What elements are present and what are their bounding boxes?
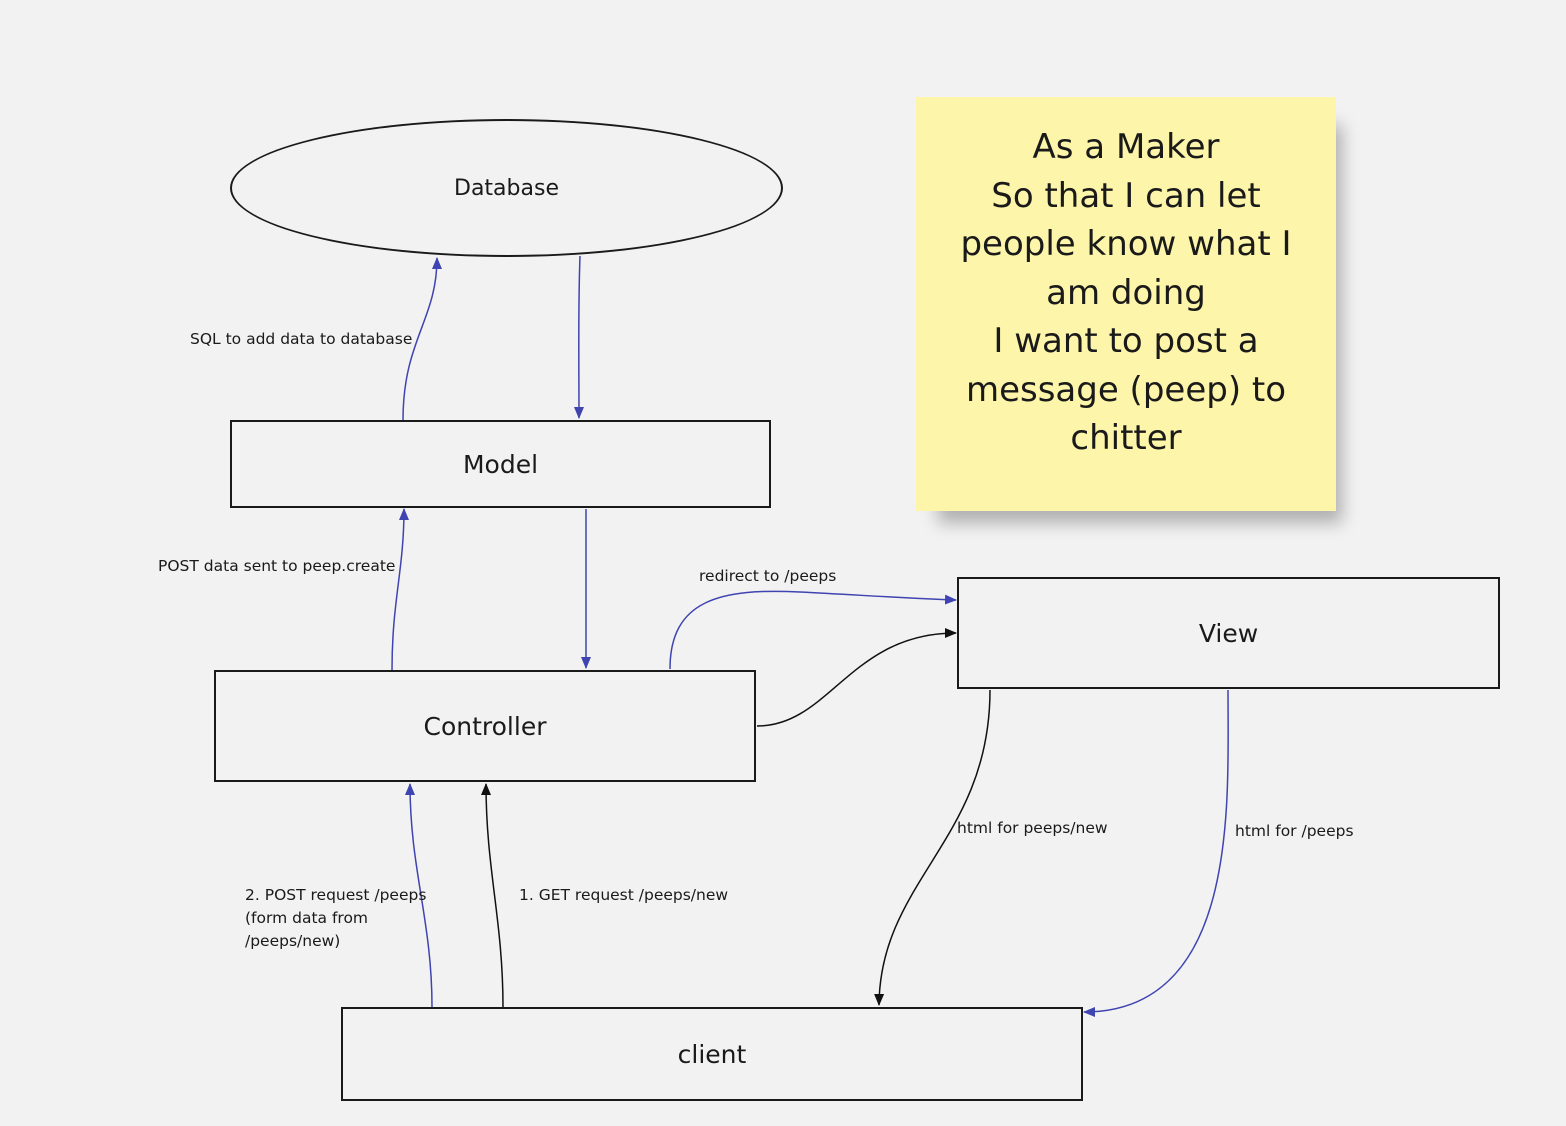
- edge-client-get-controller[interactable]: [481, 783, 504, 1008]
- edge-controller-redirect-view[interactable]: [669, 590, 957, 670]
- database-node[interactable]: Database: [230, 119, 783, 257]
- edge-database-to-model[interactable]: [573, 255, 584, 419]
- edge-view-to-client-peeps[interactable]: [1083, 689, 1229, 1017]
- sticky-note-line: I want to post a: [993, 321, 1259, 361]
- edge-controller-to-model[interactable]: [391, 508, 409, 671]
- view-label: View: [1198, 618, 1259, 648]
- sticky-note-line: As a Maker: [1032, 127, 1220, 167]
- edge-label-redirect: redirect to /peeps: [699, 567, 837, 585]
- edge-label-html-new: html for peeps/new: [957, 819, 1108, 837]
- edge-label-post-request-line: (form data from: [245, 909, 369, 927]
- sticky-note[interactable]: As a Maker So that I can let people know…: [916, 97, 1336, 511]
- sticky-note-line: am doing: [1046, 272, 1206, 313]
- edge-client-post-controller[interactable]: [405, 783, 433, 1008]
- edge-label-post-request: 2. POST request /peeps (form data from /…: [245, 884, 426, 953]
- model-node[interactable]: Model: [230, 420, 771, 508]
- edge-label-post-request-line: /peeps/new): [245, 932, 341, 950]
- client-label: client: [677, 1039, 747, 1069]
- edge-label-get-request: 1. GET request /peeps/new: [519, 886, 729, 904]
- controller-label: Controller: [423, 711, 547, 741]
- edge-controller-to-view[interactable]: [756, 628, 957, 727]
- edge-label-sql: SQL to add data to database: [190, 330, 413, 348]
- sticky-note-line: people know what I: [960, 224, 1292, 264]
- edge-model-to-database[interactable]: [402, 257, 442, 421]
- sticky-note-line: message (peep) to: [965, 369, 1287, 410]
- client-node[interactable]: client: [341, 1007, 1083, 1101]
- edge-label-html-peeps: html for /peeps: [1235, 822, 1354, 840]
- view-node[interactable]: View: [957, 577, 1500, 689]
- model-label: Model: [462, 449, 539, 479]
- edge-label-post-request-line: 2. POST request /peeps: [245, 886, 427, 904]
- controller-node[interactable]: Controller: [214, 670, 756, 782]
- database-label: Database: [454, 175, 559, 201]
- sticky-note-text: As a Maker So that I can let people know…: [936, 123, 1316, 463]
- edge-label-post-data: POST data sent to peep.create: [158, 557, 396, 575]
- sticky-note-line: chitter: [1070, 418, 1182, 458]
- edge-view-to-client-new[interactable]: [874, 689, 991, 1006]
- sticky-note-line: So that I can let: [991, 175, 1261, 216]
